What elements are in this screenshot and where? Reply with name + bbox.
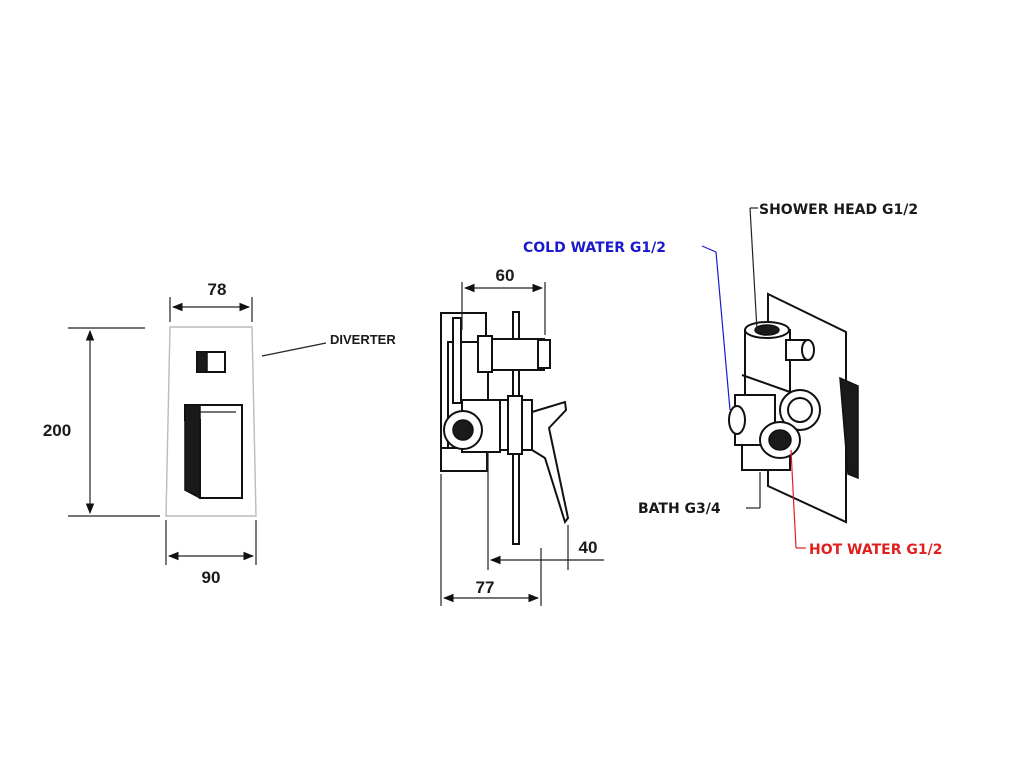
dim-depth-top: 60: [461, 266, 546, 335]
iso-plate-edge: [839, 376, 859, 480]
bath-callout: BATH G3/4: [638, 472, 761, 517]
dim-label-200: 200: [43, 421, 71, 440]
bath-label: BATH G3/4: [638, 501, 721, 517]
diverter-label: DIVERTER: [330, 332, 396, 347]
hot-water-label: HOT WATER G1/2: [809, 542, 942, 558]
dim-width-top: 78: [169, 280, 253, 322]
dim-width-bottom: 90: [165, 520, 257, 587]
diverter-button: [196, 351, 226, 373]
shower-head-callout: SHOWER HEAD G1/2: [749, 202, 918, 331]
dim-depth-total: 77: [440, 474, 542, 606]
side-lever: [531, 400, 570, 525]
dim-height: 200: [43, 327, 160, 517]
front-plate: [165, 326, 257, 517]
mixer-handle: [184, 404, 243, 500]
cold-water-callout: COLD WATER G1/2: [523, 240, 731, 411]
dim-label-40: 40: [579, 538, 598, 557]
dim-label-60: 60: [496, 266, 515, 285]
dim-label-77: 77: [476, 578, 495, 597]
shower-head-label: SHOWER HEAD G1/2: [759, 202, 918, 218]
dim-label-90: 90: [202, 568, 221, 587]
valve-body: [440, 312, 551, 472]
side-view: 60 40 77: [440, 266, 604, 606]
front-view: 78 200 90 DIVERTER: [43, 280, 397, 587]
diverter-callout: DIVERTER: [261, 332, 396, 357]
dim-label-78: 78: [208, 280, 227, 299]
cold-water-label: COLD WATER G1/2: [523, 240, 666, 256]
iso-valve-body: [728, 321, 821, 471]
iso-view: SHOWER HEAD G1/2 COLD WATER G1/2 BATH G3…: [523, 202, 942, 558]
dim-depth-handle: 40: [487, 452, 604, 570]
hot-water-callout: HOT WATER G1/2: [790, 449, 942, 558]
